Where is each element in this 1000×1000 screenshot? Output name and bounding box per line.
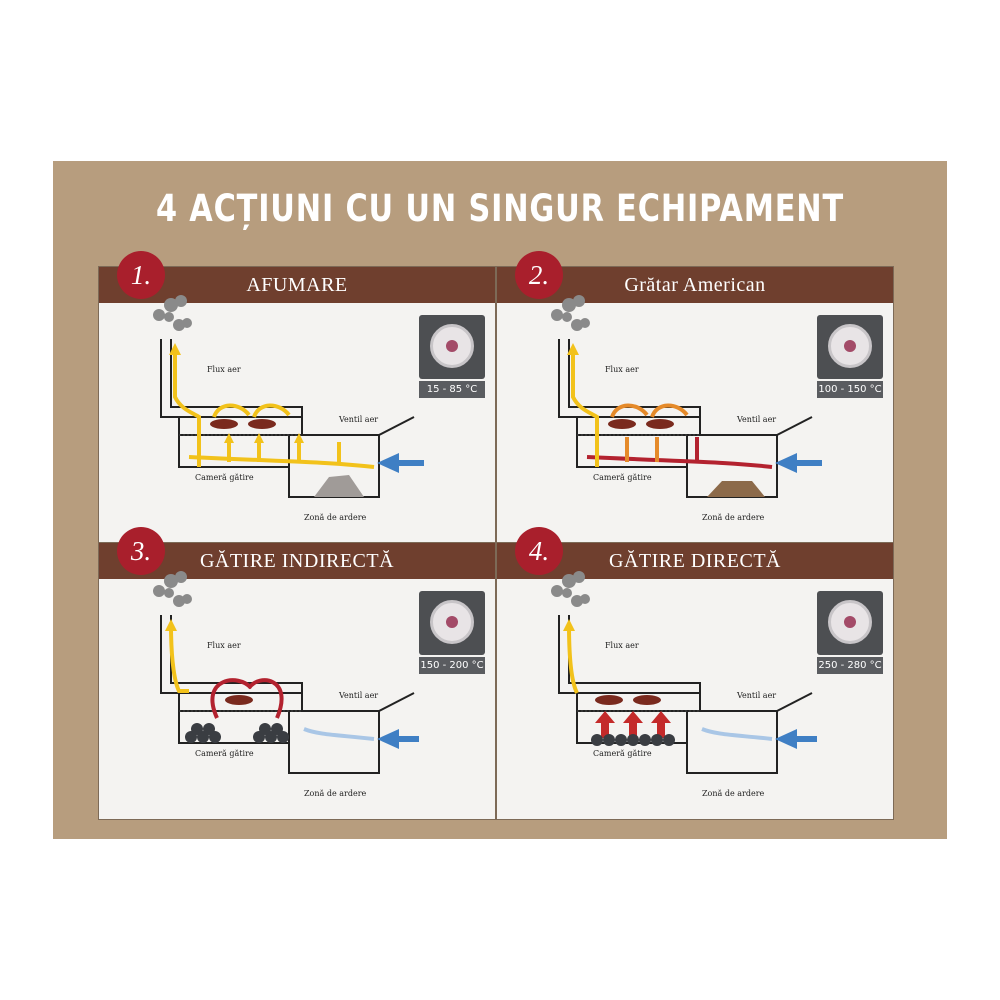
thermometer-gauge (419, 591, 485, 655)
gauge-icon (430, 600, 474, 644)
meat-icon (210, 419, 276, 429)
cooking-chamber-label: Cameră gătire (593, 749, 652, 758)
thermometer-gauge (817, 315, 883, 379)
air-flow-arrows (571, 349, 773, 469)
panel-header: GĂTIRE INDIRECTĂ (99, 543, 495, 579)
panel-american-grill: Grătar American 2. 100 - 150 °C Flux aer… (496, 251, 894, 544)
smoke-icon (153, 295, 192, 331)
wood-logs (707, 481, 765, 497)
step-number-badge: 2. (515, 251, 563, 299)
panel-title: Grătar American (624, 274, 766, 296)
air-inlet-arrow (775, 453, 797, 473)
burn-zone-label: Zonă de ardere (702, 513, 765, 522)
meat-icon (225, 695, 253, 705)
panel-title: GĂTIRE DIRECTĂ (609, 550, 781, 572)
panel-title: GĂTIRE INDIRECTĂ (199, 550, 395, 572)
air-flow-label: Flux aer (207, 365, 241, 374)
air-inlet-arrow (775, 729, 797, 749)
thermometer-gauge (419, 315, 485, 379)
thermometer-gauge (817, 591, 883, 655)
air-inlet-arrow (377, 729, 399, 749)
burn-zone-label: Zonă de ardere (702, 789, 765, 798)
step-number-badge: 4. (515, 527, 563, 575)
smoke-icon (551, 295, 590, 331)
direct-diagram (551, 571, 817, 774)
temperature-range: 250 - 280 °C (817, 657, 883, 674)
step-number-badge: 1. (117, 251, 165, 299)
main-title: 4 ACȚIUNI CU UN SINGUR ECHIPAMENT (155, 187, 845, 230)
meat-icon (595, 695, 661, 705)
air-flow-label: Flux aer (605, 365, 639, 374)
smoke-icon (153, 571, 192, 607)
charcoal-icon (185, 723, 289, 743)
wood-chips (314, 475, 364, 497)
air-flow-arrows (169, 624, 375, 741)
temperature-range: 150 - 200 °C (419, 657, 485, 674)
cooking-chamber-label: Cameră gătire (593, 473, 652, 482)
air-vent-label: Ventil aer (339, 691, 379, 700)
panel-header: AFUMARE (99, 267, 495, 303)
air-flow-arrows (567, 624, 773, 741)
cooking-chamber-label: Cameră gătire (195, 749, 254, 758)
cooking-chamber-label: Cameră gătire (195, 473, 254, 482)
panel-direct-cooking: GĂTIRE DIRECTĂ 4. 250 - 280 °C Flux aer … (496, 527, 894, 820)
panel-header: Grătar American (497, 267, 893, 303)
air-flow-label: Flux aer (605, 641, 639, 650)
temperature-range: 15 - 85 °C (419, 381, 485, 398)
gauge-icon (828, 600, 872, 644)
heat-arrows (595, 711, 671, 738)
air-vent-label: Ventil aer (737, 415, 777, 424)
burn-zone-label: Zonă de ardere (304, 513, 367, 522)
air-flow-label: Flux aer (207, 641, 241, 650)
panel-title: AFUMARE (246, 274, 348, 296)
smoker-diagram (153, 295, 424, 498)
panel-smoking: AFUMARE 1. 15 - 85 °C Flux aer Ventil ae… (98, 251, 496, 544)
indirect-diagram (153, 571, 419, 774)
smoke-icon (551, 571, 590, 607)
meat-icon (608, 419, 674, 429)
step-number-badge: 3. (117, 527, 165, 575)
burn-zone-label: Zonă de ardere (304, 789, 367, 798)
air-vent-label: Ventil aer (737, 691, 777, 700)
panel-header: GĂTIRE DIRECTĂ (497, 543, 893, 579)
grill-diagram (551, 295, 822, 498)
gauge-icon (430, 324, 474, 368)
gauge-icon (828, 324, 872, 368)
air-vent-label: Ventil aer (339, 415, 379, 424)
panel-indirect-cooking: GĂTIRE INDIRECTĂ 3. 150 - 200 °C Flux ae… (98, 527, 496, 820)
air-inlet-arrow (377, 453, 399, 473)
temperature-range: 100 - 150 °C (817, 381, 883, 398)
charcoal-icon (591, 734, 675, 746)
